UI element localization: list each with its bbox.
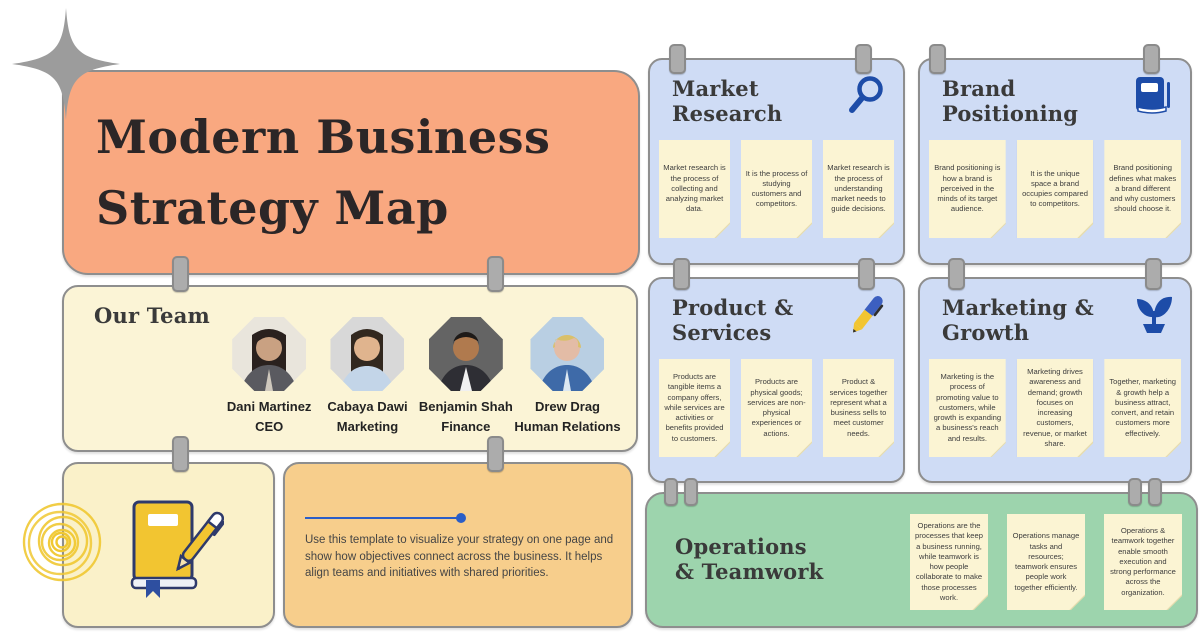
title-panel[interactable]: Modern Business Strategy Map bbox=[62, 70, 640, 275]
section-title: Market Research bbox=[672, 76, 783, 127]
sticky-note-text: Together, marketing & growth help a busi… bbox=[1109, 377, 1177, 438]
team-member[interactable]: Drew Drag Human Relations bbox=[514, 317, 621, 434]
sticky-note[interactable]: It is the unique space a brand occupies … bbox=[1017, 140, 1094, 238]
section-product-services[interactable]: Product & Services Products are tangible… bbox=[648, 277, 905, 483]
connector-pin bbox=[855, 44, 872, 74]
section-title: Brand Positioning bbox=[942, 76, 1079, 127]
team-panel[interactable]: Our Team Dani Martinez CEO bbox=[62, 285, 638, 452]
sticky-note-text: Products are tangible items a company of… bbox=[664, 372, 725, 443]
sticky-note-text: Marketing is the process of promoting va… bbox=[933, 372, 1002, 443]
connector-pin bbox=[1145, 258, 1162, 290]
pen-icon bbox=[845, 293, 887, 344]
magnifier-icon bbox=[847, 74, 887, 123]
section-marketing-growth[interactable]: Marketing & Growth Marketing is the proc… bbox=[918, 277, 1192, 483]
sticky-note[interactable]: Brand positioning defines what makes a b… bbox=[1104, 140, 1181, 238]
line-end-dot bbox=[456, 513, 466, 523]
team-member[interactable]: Cabaya Dawi Marketing bbox=[318, 317, 416, 434]
avatar-cabaya-dawi[interactable] bbox=[330, 317, 405, 391]
description-text: Use this template to visualize your stra… bbox=[305, 534, 614, 580]
sticky-note[interactable]: Marketing is the process of promoting va… bbox=[929, 359, 1006, 457]
sticky-note[interactable]: Products are physical goods; services ar… bbox=[741, 359, 812, 457]
scribble-circle-icon bbox=[22, 502, 102, 582]
book-icon bbox=[1132, 74, 1174, 123]
avatar-benjamin-shah[interactable] bbox=[428, 317, 503, 391]
sticky-note[interactable]: Products are tangible items a company of… bbox=[659, 359, 730, 457]
sticky-note[interactable]: Together, marketing & growth help a busi… bbox=[1104, 359, 1181, 457]
sparkle-icon bbox=[12, 8, 120, 120]
sticky-note[interactable]: Operations are the processes that keep a… bbox=[910, 514, 988, 610]
notebook-panel[interactable] bbox=[62, 462, 275, 628]
sticky-note[interactable]: It is the process of studying customers … bbox=[741, 140, 812, 238]
section-market-research[interactable]: Market Research Market research is the p… bbox=[648, 58, 905, 265]
plant-icon bbox=[1134, 293, 1174, 342]
section-title: Operations & Teamwork bbox=[675, 534, 824, 585]
connector-pin bbox=[929, 44, 946, 74]
page-title: Modern Business Strategy Map bbox=[96, 110, 551, 236]
member-name: Dani Martinez bbox=[226, 399, 312, 414]
sticky-note-text: Brand positioning defines what makes a b… bbox=[1109, 163, 1177, 214]
notebook-pen-illustration bbox=[130, 500, 224, 598]
section-title: Product & Services bbox=[672, 295, 794, 346]
sticky-note[interactable]: Marketing drives awareness and demand; g… bbox=[1017, 359, 1094, 457]
member-name: Drew Drag bbox=[534, 399, 600, 414]
member-name: Benjamin Shah bbox=[418, 399, 513, 414]
divider-line bbox=[305, 513, 466, 523]
connector-pin bbox=[684, 478, 698, 506]
sticky-note-text: Marketing drives awareness and demand; g… bbox=[1023, 367, 1087, 448]
sticky-note-text: Brand positioning is how a brand is perc… bbox=[934, 163, 1001, 214]
sticky-note[interactable]: Operations manage tasks and resources; t… bbox=[1007, 514, 1085, 610]
member-role: Marketing bbox=[336, 419, 399, 434]
member-role: Finance bbox=[441, 419, 491, 434]
team-members: Dani Martinez CEO Cabaya Dawi Marketing bbox=[220, 317, 621, 434]
connector-pin bbox=[1128, 478, 1142, 506]
connector-pin bbox=[664, 478, 678, 506]
sticky-note-text: Products are physical goods; services ar… bbox=[747, 377, 806, 438]
sticky-note[interactable]: Product & services together represent wh… bbox=[823, 359, 894, 457]
sticky-note-text: Operations are the processes that keep a… bbox=[915, 521, 983, 602]
team-member[interactable]: Dani Martinez CEO bbox=[220, 317, 318, 434]
team-member[interactable]: Benjamin Shah Finance bbox=[417, 317, 515, 434]
sticky-note-text: Market research is the process of unders… bbox=[827, 163, 890, 214]
connector-pin bbox=[673, 258, 690, 290]
connector-pin bbox=[669, 44, 686, 74]
section-brand-positioning[interactable]: Brand Positioning Brand positioning is h… bbox=[918, 58, 1192, 265]
member-role: CEO bbox=[255, 419, 284, 434]
section-title: Marketing & Growth bbox=[942, 295, 1094, 346]
connector-pin bbox=[172, 256, 189, 292]
sticky-note-text: Market research is the process of collec… bbox=[663, 163, 726, 214]
sticky-note[interactable]: Market research is the process of unders… bbox=[823, 140, 894, 238]
sticky-note-text: Operations manage tasks and resources; t… bbox=[1012, 531, 1080, 592]
sticky-note-text: It is the unique space a brand occupies … bbox=[1022, 168, 1088, 209]
sticky-note[interactable]: Operations & teamwork together enable sm… bbox=[1104, 514, 1182, 610]
connector-pin bbox=[858, 258, 875, 290]
description-panel[interactable]: Use this template to visualize your stra… bbox=[283, 462, 633, 628]
sticky-note-text: Product & services together represent wh… bbox=[829, 377, 888, 438]
connector-pin bbox=[1148, 478, 1162, 506]
sticky-note[interactable]: Brand positioning is how a brand is perc… bbox=[929, 140, 1006, 238]
member-name: Cabaya Dawi bbox=[327, 399, 408, 414]
sticky-note-text: Operations & teamwork together enable sm… bbox=[1110, 526, 1176, 597]
connector-pin bbox=[487, 436, 504, 472]
connector-pin bbox=[172, 436, 189, 472]
avatar-dani-martinez[interactable] bbox=[232, 317, 307, 391]
sticky-note-text: It is the process of studying customers … bbox=[745, 168, 808, 209]
connector-pin bbox=[1143, 44, 1160, 74]
member-role: Human Relations bbox=[514, 419, 621, 434]
connector-pin bbox=[487, 256, 504, 292]
team-heading: Our Team bbox=[94, 303, 210, 328]
section-operations-teamwork[interactable]: Operations & Teamwork Operations are the… bbox=[645, 492, 1198, 628]
connector-pin bbox=[948, 258, 965, 290]
avatar-drew-drag[interactable] bbox=[530, 317, 605, 391]
sticky-note[interactable]: Market research is the process of collec… bbox=[659, 140, 730, 238]
